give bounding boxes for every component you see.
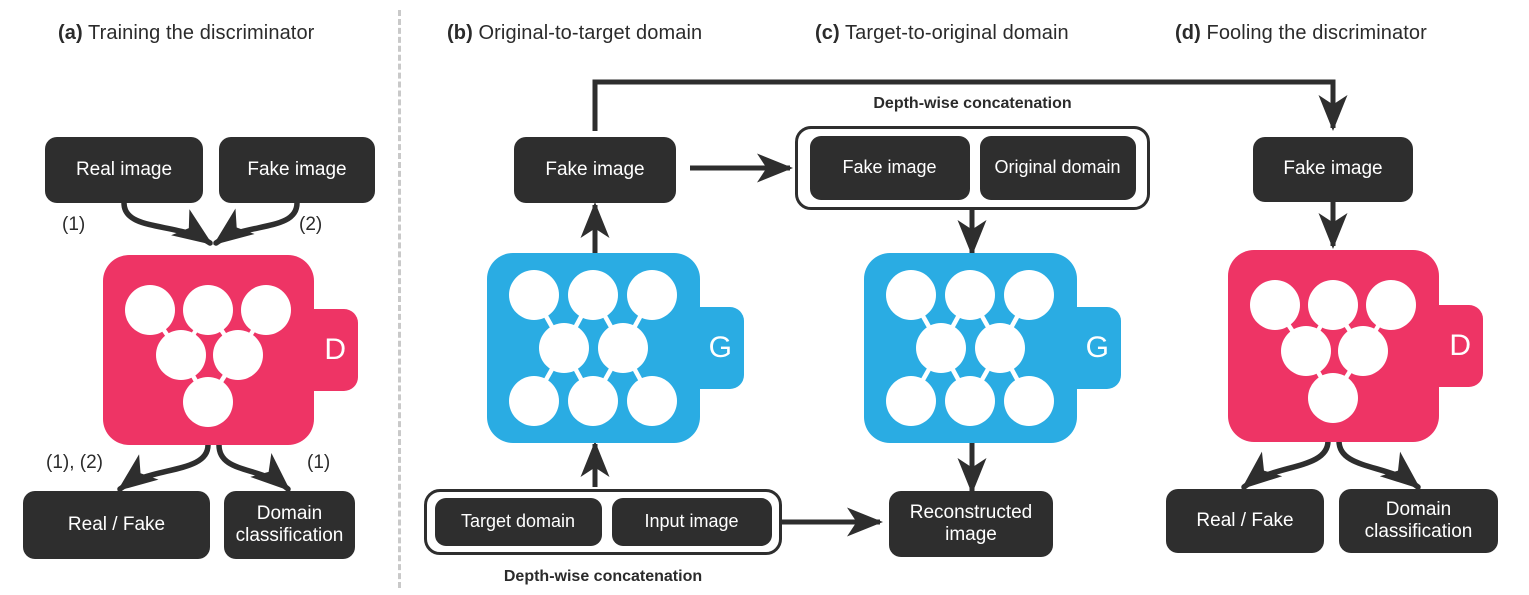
panel-c-generator-label: G	[1085, 331, 1109, 364]
panel-b-tag: (b)	[447, 22, 473, 44]
panel-d-real-fake-box[interactable]: Real / Fake	[1166, 489, 1324, 553]
panel-c-concat-caption-text: Depth-wise concatenation	[873, 95, 1072, 112]
panel-b-network-graph	[509, 270, 677, 426]
panel-d-title: (d) Fooling the discriminator	[1175, 22, 1427, 45]
panel-c-generator-tab: G	[1063, 307, 1121, 389]
panel-d-fake-image-box[interactable]: Fake image	[1253, 137, 1413, 202]
panel-a-title: (a) Training the discriminator	[58, 22, 314, 45]
panel-d-domain-classification-label: Domain classification	[1364, 498, 1473, 542]
panel-b-generator[interactable]: G	[487, 253, 744, 443]
panel-c-title-text: Target-to-original domain	[845, 22, 1069, 44]
panel-c-original-domain-box[interactable]: Original domain	[979, 136, 1136, 200]
panel-c-original-domain-label: Original domain	[994, 157, 1121, 178]
panel-c-reconstructed-image-label: Reconstructed image	[909, 501, 1033, 545]
panel-b-concat-caption-text: Depth-wise concatenation	[503, 568, 703, 585]
panel-d-domain-classification-box[interactable]: Domain classification	[1339, 489, 1498, 553]
panel-a-fake-image-box[interactable]: Fake image	[219, 137, 375, 203]
panel-a-title-text: Training the discriminator	[88, 22, 315, 44]
panel-c-reconstructed-image-box[interactable]: Reconstructed image	[889, 491, 1053, 557]
panel-b-target-domain-label: Target domain	[460, 511, 576, 532]
panel-a-discriminator-label: D	[324, 333, 346, 366]
panel-c-concat-caption: Depth-wise concatenation	[795, 95, 1150, 113]
panel-a-domain-classification-box[interactable]: Domain classification	[224, 491, 355, 559]
panel-b-concat-caption: Depth-wise concatenation	[424, 568, 782, 586]
panel-d-real-fake-label: Real / Fake	[1196, 509, 1294, 531]
panel-c-fake-image-label: Fake image	[842, 157, 937, 178]
panel-a-tag: (a)	[58, 22, 83, 44]
panel-d-discriminator[interactable]: D	[1228, 250, 1483, 442]
panel-a-discriminator[interactable]: D	[103, 255, 358, 445]
panel-d-discriminator-label: D	[1449, 329, 1471, 362]
panel-a-real-fake-label: Real / Fake	[67, 513, 166, 535]
panel-a-real-fake-box[interactable]: Real / Fake	[23, 491, 210, 559]
panel-d-title-text: Fooling the discriminator	[1206, 22, 1427, 44]
panel-a-step-1-text: (1)	[62, 214, 86, 235]
panel-a-fake-image-label: Fake image	[247, 158, 347, 180]
panel-c-concat-box: Fake image Original domain	[795, 126, 1150, 210]
panel-d-discriminator-tab: D	[1425, 305, 1483, 387]
panel-d-fake-image-label: Fake image	[1283, 158, 1383, 180]
panel-d-tag: (d)	[1175, 22, 1201, 44]
panel-a-out-step-1-label: (1)	[307, 452, 330, 474]
panel-c-title: (c) Target-to-original domain	[815, 22, 1069, 45]
panel-divider	[398, 10, 401, 588]
panel-c-fake-image-box[interactable]: Fake image	[809, 136, 970, 200]
panel-b-input-image-box[interactable]: Input image	[611, 498, 772, 546]
panel-b-generator-label: G	[708, 331, 732, 364]
panel-a-discriminator-tab: D	[300, 309, 358, 391]
panel-a-step-1-label: (1)	[62, 214, 85, 236]
panel-a-real-image-label: Real image	[75, 158, 173, 180]
panel-b-fake-image-label: Fake image	[545, 158, 645, 180]
panel-b-target-domain-box[interactable]: Target domain	[434, 498, 602, 546]
panel-b-title: (b) Original-to-target domain	[447, 22, 702, 45]
panel-b-input-image-label: Input image	[644, 511, 739, 532]
panel-a-step-2-text: (2)	[299, 214, 323, 235]
panel-c-generator[interactable]: G	[864, 253, 1121, 443]
panel-a-output-arrows	[117, 442, 291, 492]
panel-c-tag: (c)	[815, 22, 840, 44]
panel-a-domain-classification-label: Domain classification	[235, 502, 344, 546]
panel-b-fake-image-box[interactable]: Fake image	[514, 137, 676, 203]
panel-a-input-arrows	[121, 200, 300, 246]
panel-d-network-graph	[1250, 280, 1416, 423]
panel-b-concat-box: Target domain Input image	[424, 489, 782, 555]
panel-b-title-text: Original-to-target domain	[478, 22, 703, 44]
panel-a-real-image-box[interactable]: Real image	[45, 137, 203, 203]
panel-b-generator-tab: G	[686, 307, 744, 389]
panel-a-step-1-2-label: (1), (2)	[46, 452, 103, 474]
panel-d-output-arrows	[1241, 438, 1421, 490]
panel-c-network-graph	[886, 270, 1054, 426]
panel-a-out-step-1-text: (1)	[307, 452, 331, 473]
panel-a-step-2-label: (2)	[299, 214, 322, 236]
panel-a-network-graph	[125, 285, 291, 427]
panel-a-step-1-2-text: (1), (2)	[46, 452, 103, 473]
